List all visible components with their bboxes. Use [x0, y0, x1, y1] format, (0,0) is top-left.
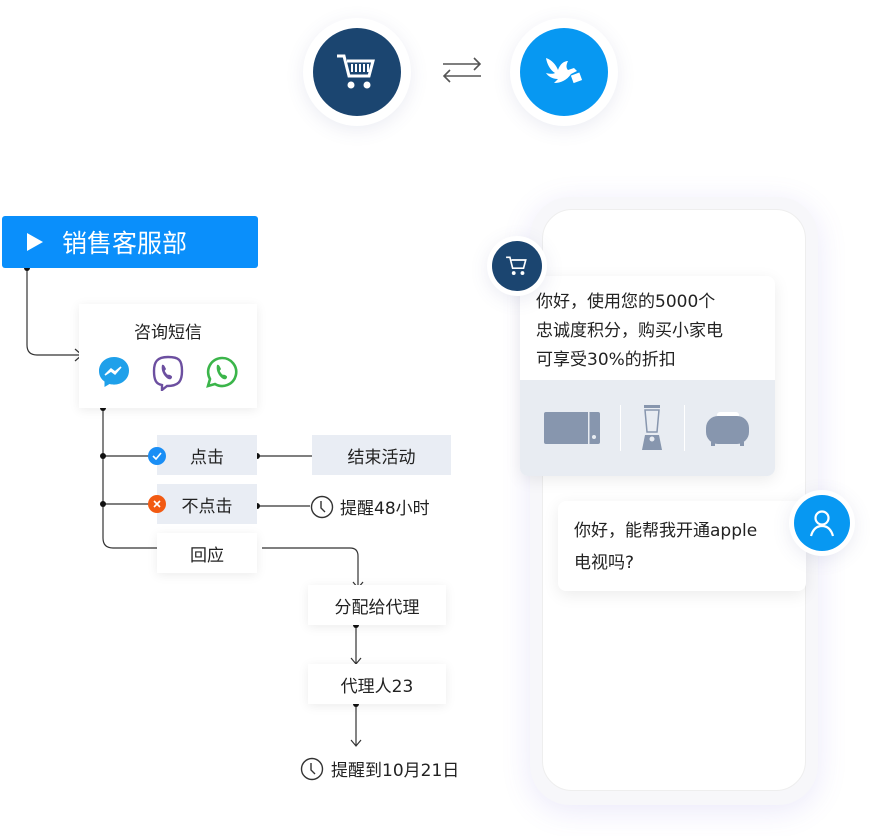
no-click-label: 不点击 — [181, 496, 233, 517]
bot-message: 你好，使用您的5000个 忠诚度积分，购买小家电 可享受30%的折扣 — [520, 276, 775, 476]
viber-icon[interactable] — [151, 355, 185, 391]
clock-icon — [310, 495, 334, 518]
department-banner[interactable]: 销售客服部 — [2, 216, 258, 268]
click-label: 点击 — [190, 447, 224, 468]
shopping-cart-icon — [313, 28, 401, 116]
user-line: 你好，能帮我开通apple — [574, 521, 758, 541]
end-campaign-label: 结束活动 — [347, 447, 416, 468]
user-icon — [794, 495, 850, 551]
remind-date-label: 提醒到10月21日 — [331, 761, 460, 781]
dove-message-icon — [520, 28, 608, 116]
user-line: 电视吗? — [574, 553, 635, 573]
clock-icon — [300, 757, 324, 780]
end-campaign-node[interactable]: 结束活动 — [312, 435, 451, 475]
sms-node-label: 咨询短信 — [134, 323, 202, 343]
brand-avatar — [510, 18, 618, 126]
assign-agent-node[interactable]: 分配给代理 — [308, 585, 446, 625]
user-message: 你好，能帮我开通apple 电视吗? — [558, 501, 806, 591]
product-strip — [520, 380, 775, 476]
sms-node[interactable]: 咨询短信 — [79, 304, 257, 408]
shop-avatar — [303, 18, 411, 126]
remind-date: 提醒到10月21日 — [300, 756, 459, 781]
banner-label: 销售客服部 — [62, 229, 188, 258]
agent-label: 代理人23 — [340, 676, 414, 697]
remind-48h-label: 提醒48小时 — [340, 499, 430, 519]
remind-48h: 提醒48小时 — [310, 494, 430, 519]
assign-label: 分配给代理 — [334, 597, 420, 618]
user-avatar — [789, 490, 855, 556]
shopping-cart-icon — [492, 241, 542, 291]
bot-line: 忠诚度积分，购买小家电 — [536, 321, 723, 341]
bot-avatar — [487, 236, 547, 296]
check-icon — [148, 447, 166, 465]
messenger-icon[interactable] — [97, 355, 131, 389]
play-icon — [27, 233, 43, 251]
whatsapp-icon[interactable] — [205, 355, 239, 389]
toaster-icon[interactable] — [705, 408, 751, 448]
no-click-node[interactable]: 不点击 — [157, 484, 257, 524]
microwave-icon[interactable] — [544, 412, 601, 444]
bot-line: 可享受30%的折扣 — [536, 350, 676, 370]
click-node[interactable]: 点击 — [157, 435, 257, 475]
reply-node[interactable]: 回应 — [157, 533, 257, 573]
reply-label: 回应 — [190, 545, 224, 566]
agent-node[interactable]: 代理人23 — [308, 664, 446, 704]
bot-line: 你好，使用您的5000个 — [536, 292, 716, 312]
swap-arrows-icon — [442, 57, 482, 83]
cross-icon — [148, 495, 166, 513]
blender-icon[interactable] — [641, 405, 663, 451]
